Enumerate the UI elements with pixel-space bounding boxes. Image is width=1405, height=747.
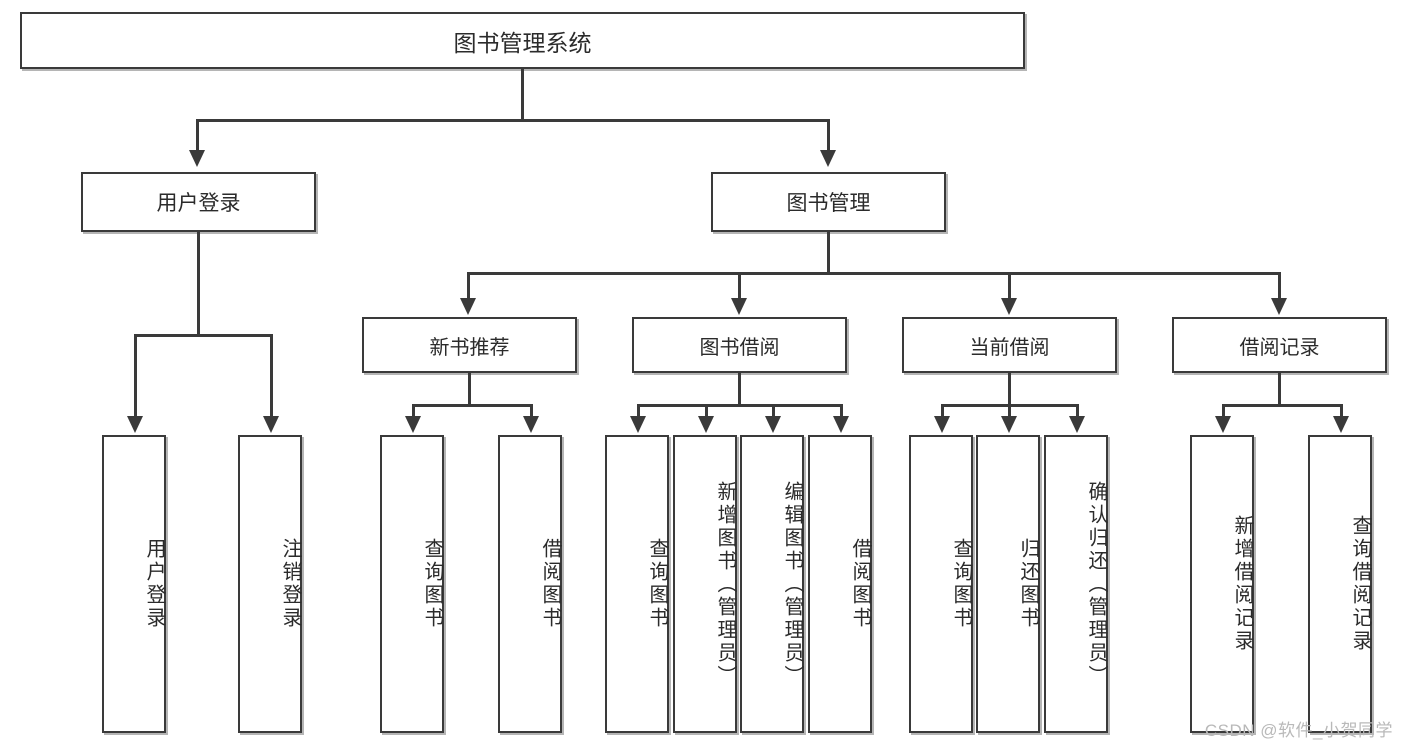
leaf-borrow-record-1-label: 查询借阅记录 <box>1349 515 1371 653</box>
edge-new-book-bus <box>412 404 533 407</box>
leaf-book-borrow-3[interactable]: 借阅图书 <box>808 435 872 733</box>
leaf-current-borrow-0-label: 查询图书 <box>950 538 972 630</box>
arrow-current-borrow-to-leaf-1 <box>1001 416 1017 433</box>
leaf-book-borrow-1[interactable]: 新增图书（管理员） <box>673 435 737 733</box>
edge-book-borrow-to-leaf-2 <box>772 404 775 418</box>
node-new-book-recommend[interactable]: 新书推荐 <box>362 317 577 373</box>
arrow-new-book-to-leaf-0 <box>405 416 421 433</box>
leaf-book-borrow-3-label: 借阅图书 <box>849 538 871 630</box>
edge-borrow-record-to-leaf-1 <box>1340 404 1343 418</box>
arrow-book-manage-to-lvl3-3 <box>1271 298 1287 315</box>
edge-book-manage-stem <box>827 232 830 274</box>
arrow-borrow-record-to-leaf-0 <box>1215 416 1231 433</box>
node-root-label: 图书管理系统 <box>453 29 592 56</box>
arrow-user-login-to-leaf-0 <box>127 416 143 433</box>
watermark: CSDN @软件_小贺同学 <box>1204 721 1393 740</box>
arrow-user-login-to-leaf-1 <box>263 416 279 433</box>
arrow-book-borrow-to-leaf-2 <box>765 416 781 433</box>
arrow-book-manage-to-lvl3-2 <box>1001 298 1017 315</box>
leaf-user-login-1-label: 注销登录 <box>279 538 301 630</box>
edge-root-to-user-login <box>196 119 199 151</box>
node-user-login[interactable]: 用户登录 <box>81 172 316 232</box>
edge-book-borrow-to-leaf-1 <box>705 404 708 418</box>
edge-book-manage-bus <box>467 272 1280 275</box>
node-root[interactable]: 图书管理系统 <box>20 12 1025 69</box>
leaf-borrow-record-1[interactable]: 查询借阅记录 <box>1308 435 1372 733</box>
edge-new-book-to-leaf-0 <box>412 404 415 418</box>
arrow-root-to-book-manage <box>820 150 836 167</box>
node-book-manage[interactable]: 图书管理 <box>711 172 946 232</box>
node-borrow-record-label: 借阅记录 <box>1239 336 1320 359</box>
leaf-current-borrow-2[interactable]: 确认归还（管理员） <box>1044 435 1108 733</box>
leaf-book-borrow-1-label: 新增图书（管理员） <box>714 480 736 688</box>
edge-book-manage-to-lvl3-2 <box>1008 272 1011 300</box>
arrow-book-borrow-to-leaf-3 <box>833 416 849 433</box>
leaf-book-borrow-2[interactable]: 编辑图书（管理员） <box>740 435 804 733</box>
arrow-new-book-to-leaf-1 <box>523 416 539 433</box>
leaf-current-borrow-0[interactable]: 查询图书 <box>909 435 973 733</box>
leaf-current-borrow-1-label: 归还图书 <box>1017 538 1039 630</box>
leaf-user-login-0[interactable]: 用户登录 <box>102 435 166 733</box>
leaf-user-login-0-label: 用户登录 <box>143 538 165 630</box>
edge-user-login-bus <box>134 334 273 337</box>
edge-borrow-record-stem <box>1278 373 1281 406</box>
edge-borrow-record-to-leaf-0 <box>1222 404 1225 418</box>
arrow-book-borrow-to-leaf-0 <box>630 416 646 433</box>
edge-root-stem <box>521 69 524 121</box>
edge-user-login-stem <box>197 232 200 337</box>
edge-new-book-to-leaf-1 <box>530 404 533 418</box>
node-user-login-label: 用户登录 <box>156 192 241 215</box>
node-borrow-record[interactable]: 借阅记录 <box>1172 317 1387 373</box>
edge-borrow-record-bus <box>1222 404 1343 407</box>
leaf-new-book-1-label: 借阅图书 <box>539 538 561 630</box>
leaf-borrow-record-0-label: 新增借阅记录 <box>1231 515 1253 653</box>
edge-user-login-to-leaf-0 <box>134 334 137 417</box>
arrow-root-to-user-login <box>189 150 205 167</box>
edge-book-manage-to-lvl3-1 <box>738 272 741 300</box>
edge-root-bus <box>196 119 830 122</box>
edge-user-login-to-leaf-1 <box>270 334 273 417</box>
edge-root-to-book-manage <box>827 119 830 151</box>
node-book-borrow[interactable]: 图书借阅 <box>632 317 847 373</box>
edge-new-book-stem <box>468 373 471 406</box>
leaf-current-borrow-1[interactable]: 归还图书 <box>976 435 1040 733</box>
edge-book-borrow-bus <box>637 404 840 407</box>
leaf-book-borrow-0-label: 查询图书 <box>646 538 668 630</box>
edge-book-manage-to-lvl3-3 <box>1278 272 1281 300</box>
leaf-book-borrow-2-label: 编辑图书（管理员） <box>781 480 803 688</box>
node-book-manage-label: 图书管理 <box>786 192 871 215</box>
node-new-book-recommend-label: 新书推荐 <box>429 336 510 359</box>
node-current-borrow[interactable]: 当前借阅 <box>902 317 1117 373</box>
edge-current-borrow-stem <box>1008 373 1011 406</box>
edge-current-borrow-to-leaf-2 <box>1076 404 1079 418</box>
node-current-borrow-label: 当前借阅 <box>969 336 1050 359</box>
edge-current-borrow-to-leaf-1 <box>1008 404 1011 418</box>
arrow-borrow-record-to-leaf-1 <box>1333 416 1349 433</box>
arrow-book-manage-to-lvl3-1 <box>731 298 747 315</box>
leaf-user-login-1[interactable]: 注销登录 <box>238 435 302 733</box>
edge-book-manage-to-lvl3-0 <box>467 272 470 300</box>
arrow-book-borrow-to-leaf-1 <box>698 416 714 433</box>
leaf-current-borrow-2-label: 确认归还（管理员） <box>1085 480 1107 688</box>
arrow-current-borrow-to-leaf-0 <box>934 416 950 433</box>
edge-book-borrow-to-leaf-0 <box>637 404 640 418</box>
leaf-new-book-0[interactable]: 查询图书 <box>380 435 444 733</box>
arrow-current-borrow-to-leaf-2 <box>1069 416 1085 433</box>
leaf-new-book-1[interactable]: 借阅图书 <box>498 435 562 733</box>
edge-current-borrow-to-leaf-0 <box>941 404 944 418</box>
node-book-borrow-label: 图书借阅 <box>699 336 780 359</box>
arrow-book-manage-to-lvl3-0 <box>460 298 476 315</box>
leaf-new-book-0-label: 查询图书 <box>421 538 443 630</box>
leaf-borrow-record-0[interactable]: 新增借阅记录 <box>1190 435 1254 733</box>
edge-book-borrow-to-leaf-3 <box>840 404 843 418</box>
leaf-book-borrow-0[interactable]: 查询图书 <box>605 435 669 733</box>
edge-book-borrow-stem <box>738 373 741 406</box>
